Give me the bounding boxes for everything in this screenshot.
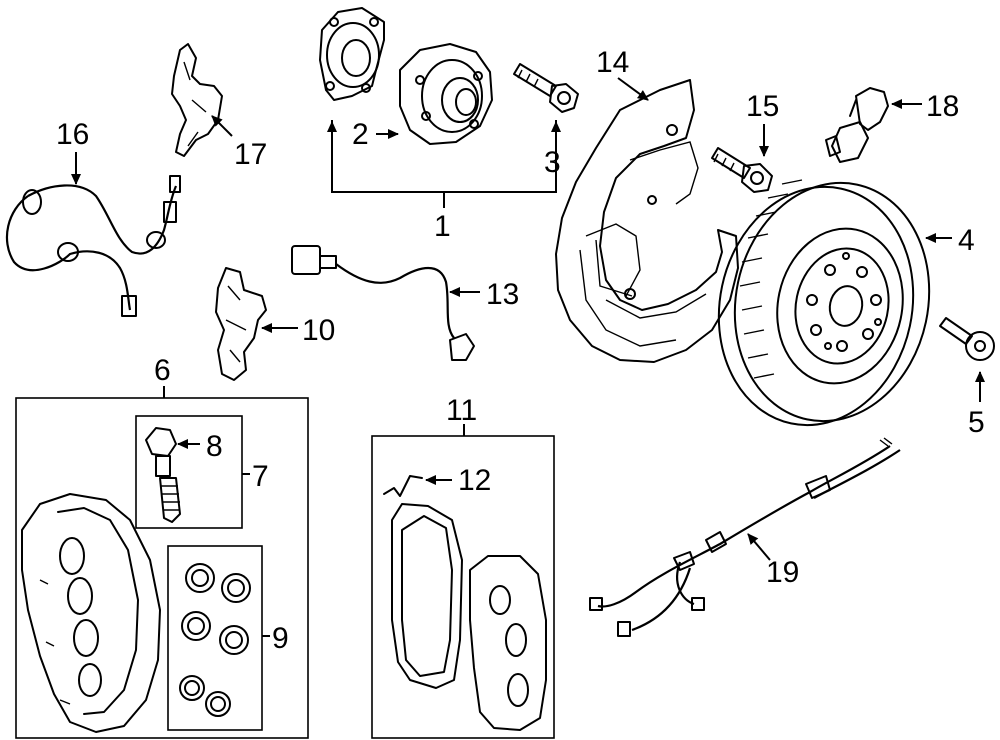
shield-bolt[interactable] <box>711 147 773 193</box>
callout-8: 8 <box>206 430 223 463</box>
rotor-screw[interactable] <box>939 317 995 361</box>
seal-kit-box <box>167 545 263 731</box>
callout-3: 3 <box>544 146 561 179</box>
piston-seals[interactable] <box>179 563 251 717</box>
callout-17: 17 <box>234 138 267 171</box>
brake-caliper[interactable] <box>21 493 161 733</box>
callout-6: 6 <box>154 354 171 387</box>
callout-11: 11 <box>446 394 477 427</box>
callout-5: 5 <box>968 406 985 439</box>
wheel-speed-sensor[interactable] <box>825 87 889 163</box>
callout-15: 15 <box>746 90 779 123</box>
callout-1: 1 <box>434 210 451 243</box>
callout-16: 16 <box>56 118 89 151</box>
bleeder-screw[interactable] <box>145 427 181 523</box>
callout-9: 9 <box>272 622 289 655</box>
callout-19: 19 <box>766 556 799 589</box>
callout-10: 10 <box>302 314 335 347</box>
anti-rattle-clip[interactable] <box>383 475 423 497</box>
callout-18: 18 <box>926 90 959 123</box>
bleeder-group-box <box>135 415 243 529</box>
callout-13: 13 <box>486 278 519 311</box>
brake-pad-inner[interactable] <box>391 503 463 689</box>
callout-7: 7 <box>252 460 269 493</box>
brake-dust-shield[interactable] <box>555 79 739 363</box>
hub-bearing-knuckle[interactable] <box>319 7 385 101</box>
caliper-group-box <box>15 397 309 739</box>
hub-bolt[interactable] <box>513 63 579 113</box>
harness-bracket[interactable] <box>171 43 223 157</box>
wheel-hub-flange[interactable] <box>399 43 493 145</box>
callout-12: 12 <box>458 464 491 497</box>
pad-wear-sensor[interactable] <box>589 437 901 637</box>
caliper-support-bracket[interactable] <box>215 267 267 381</box>
brake-pad-outer[interactable] <box>469 555 547 731</box>
sensor-wire-connector[interactable] <box>291 245 475 361</box>
callout-4: 4 <box>958 224 975 257</box>
brake-rotor[interactable] <box>697 165 951 444</box>
abs-sensor-harness[interactable] <box>5 175 181 317</box>
callout-14: 14 <box>596 46 629 79</box>
callout-2: 2 <box>352 118 369 151</box>
